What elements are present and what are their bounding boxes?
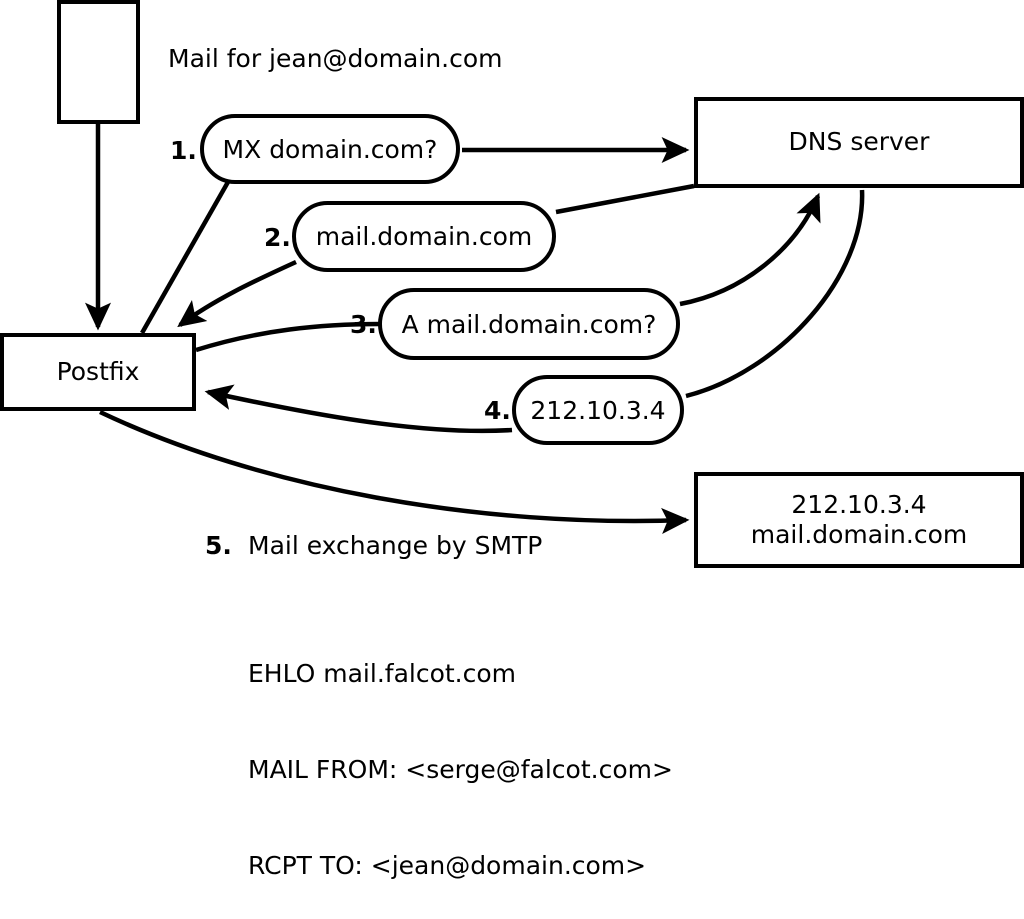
step-1-bubble[interactable]: MX domain.com?	[200, 114, 460, 184]
connector-postfix-to-step1	[140, 180, 230, 335]
target-mail-server-node[interactable]: 212.10.3.4 mail.domain.com	[694, 472, 1024, 568]
mail-for-caption: Mail for jean@domain.com	[168, 44, 503, 73]
transcript-line: MAIL FROM: <serge@falcot.com>	[248, 755, 673, 784]
dns-server-node[interactable]: DNS server	[694, 97, 1024, 188]
postfix-node[interactable]: Postfix	[0, 333, 196, 411]
connector-dns-to-step4	[685, 189, 865, 399]
step-3-label: A mail.domain.com?	[401, 309, 657, 339]
step-4-bubble[interactable]: 212.10.3.4	[512, 375, 684, 445]
dns-server-node-label: DNS server	[788, 127, 930, 157]
connector-postfix-to-target	[99, 409, 690, 534]
connector-dns-to-step2	[555, 183, 695, 215]
step-3-number: 3.	[350, 310, 377, 339]
step-2-bubble[interactable]: mail.domain.com	[292, 201, 556, 272]
step-3-bubble[interactable]: A mail.domain.com?	[378, 288, 680, 360]
transcript-line: EHLO mail.falcot.com	[248, 659, 517, 688]
connector-step3-to-dns	[679, 192, 821, 307]
step-4-label: 212.10.3.4	[530, 395, 666, 425]
target-mail-server-hostname: mail.domain.com	[750, 520, 968, 549]
sender-node[interactable]	[57, 0, 140, 124]
step-1-number: 1.	[170, 136, 197, 165]
transcript-line: RCPT TO: <jean@domain.com>	[248, 851, 647, 880]
target-mail-server-ip: 212.10.3.4	[791, 489, 927, 519]
step-2-number: 2.	[264, 223, 291, 252]
step-1-label: MX domain.com?	[222, 134, 438, 164]
connector-step4-to-postfix	[204, 384, 513, 434]
step-4-number: 4.	[484, 396, 511, 425]
target-mail-server-lines: 212.10.3.4 mail.domain.com	[751, 490, 967, 551]
step-2-label: mail.domain.com	[315, 222, 533, 251]
smtp-transcript: EHLO mail.falcot.com MAIL FROM: <serge@f…	[248, 594, 673, 919]
step-5-label: Mail exchange by SMTP	[248, 531, 543, 560]
connector-step2-to-postfix	[177, 259, 297, 328]
postfix-node-label: Postfix	[56, 356, 140, 386]
connector-postfix-to-step3	[195, 321, 381, 353]
step-5-number: 5.	[205, 531, 232, 560]
